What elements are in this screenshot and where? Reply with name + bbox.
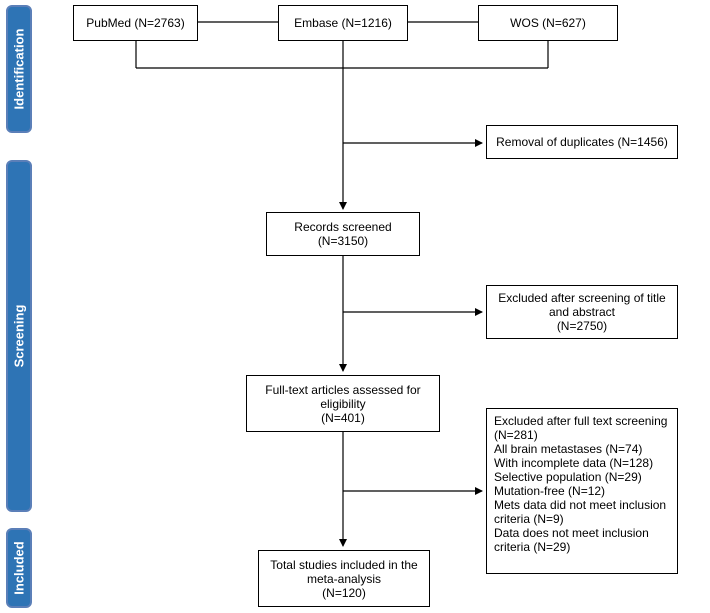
- phase-screening: Screening: [6, 160, 32, 512]
- excluded-full-text-line-2: (N=281): [494, 428, 538, 442]
- full-text-line-1: Full-text articles assessed for: [265, 382, 421, 397]
- duplicates-box: Removal of duplicates (N=1456): [486, 125, 678, 159]
- excluded-title-abstract-line-2: and abstract: [548, 305, 616, 319]
- source-pubmed-label: PubMed (N=2763): [86, 16, 185, 30]
- phase-identification: Identification: [6, 5, 32, 133]
- source-pubmed-box: PubMed (N=2763): [73, 5, 198, 41]
- included-studies-box: Total studies included in the meta-analy…: [258, 550, 430, 607]
- excluded-title-abstract-box: Excluded after screening of title and ab…: [486, 285, 678, 339]
- excluded-full-text-line-10: criteria (N=29): [494, 540, 571, 554]
- phase-included: Included: [6, 528, 32, 608]
- source-wos-label: WOS (N=627): [510, 16, 586, 30]
- records-screened-line-2: (N=3150): [317, 234, 369, 248]
- full-text-line-3: (N=401): [321, 410, 365, 425]
- included-studies-line-2: meta-analysis: [306, 571, 382, 586]
- excluded-full-text-line-1: Excluded after full text screening: [494, 414, 668, 428]
- excluded-full-text-line-9: Data does not meet inclusion: [494, 526, 649, 540]
- excluded-full-text-line-3: All brain metastases (N=74): [494, 442, 643, 456]
- duplicates-label: Removal of duplicates (N=1456): [496, 135, 668, 149]
- excluded-title-abstract-line-1: Excluded after screening of title: [498, 291, 666, 305]
- excluded-full-text-line-6: Mutation-free (N=12): [494, 484, 606, 498]
- records-screened-line-1: Records screened: [294, 220, 392, 234]
- excluded-full-text-line-7: Mets data did not meet inclusion: [494, 498, 667, 512]
- source-embase-label: Embase (N=1216): [294, 16, 392, 30]
- excluded-full-text-line-5: Selective population (N=29): [494, 470, 642, 484]
- excluded-title-abstract-line-3: (N=2750): [556, 319, 608, 333]
- excluded-full-text-line-4: With incomplete data (N=128): [494, 456, 654, 470]
- source-wos-box: WOS (N=627): [478, 5, 618, 41]
- records-screened-box: Records screened (N=3150): [266, 212, 420, 256]
- included-studies-line-1: Total studies included in the: [270, 557, 418, 572]
- included-studies-line-3: (N=120): [322, 585, 366, 600]
- full-text-box: Full-text articles assessed for eligibil…: [246, 375, 440, 432]
- excluded-full-text-box: Excluded after full text screening (N=28…: [486, 408, 678, 574]
- excluded-full-text-line-8: criteria (N=9): [494, 512, 564, 526]
- source-embase-box: Embase (N=1216): [278, 5, 408, 41]
- full-text-line-2: eligibility: [320, 396, 366, 411]
